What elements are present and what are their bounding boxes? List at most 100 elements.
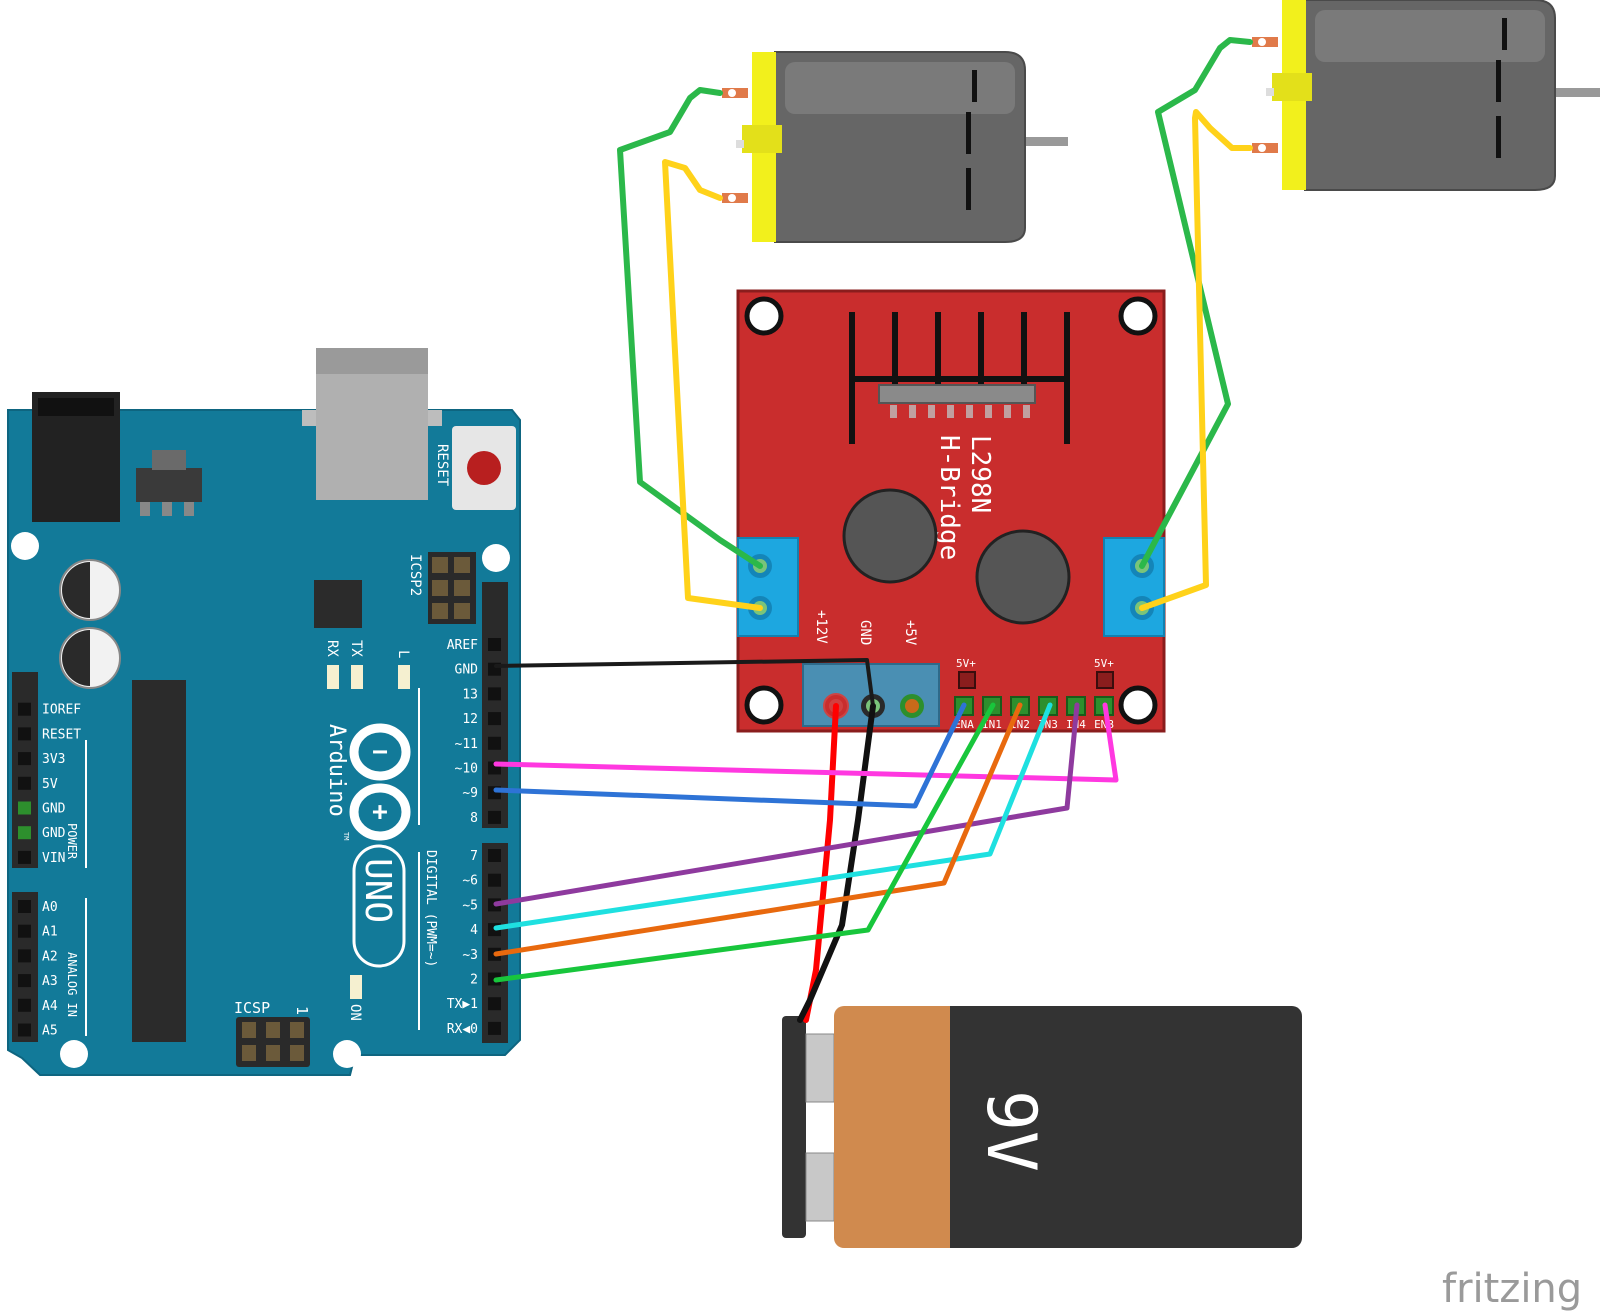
- analog-pin: [18, 974, 31, 988]
- power-pin-label: 5V: [42, 777, 58, 792]
- mount-hole: [744, 685, 784, 725]
- wire-battery-black: [797, 703, 876, 1023]
- analog-pin: [18, 924, 31, 938]
- analog-pin-label: A0: [42, 900, 58, 915]
- l298n-hbridge-board: L298N H-Bridge +12V GND +5V 5: [736, 289, 1166, 733]
- jumper-a: [958, 671, 976, 689]
- capacitor: [59, 627, 121, 689]
- logo-plus: +: [372, 797, 388, 827]
- l-label: L: [395, 650, 411, 658]
- wire-pin2-green: [493, 702, 996, 983]
- analog-pin-label: A2: [42, 949, 58, 964]
- wire-motor-a-green: [617, 87, 763, 569]
- digital-pin-label: 13: [462, 687, 478, 702]
- reset-label: RESET: [434, 444, 450, 487]
- digital-pin-label: ~9: [462, 786, 478, 801]
- power-pin-label: VIN: [42, 851, 65, 866]
- label-12v: +12V: [813, 610, 829, 644]
- digital-pin: [488, 712, 501, 726]
- power-pin-label: IOREF: [42, 703, 81, 718]
- wire-gnd-black: [494, 658, 875, 708]
- mount-hole: [1118, 296, 1158, 336]
- on-label: ON: [347, 1004, 363, 1021]
- digital-pin-label: 2: [470, 973, 478, 988]
- rx-label: RX: [324, 640, 340, 657]
- battery-label: 9V: [971, 1090, 1050, 1172]
- voltage-regulator: [136, 468, 202, 502]
- digital-pin: [488, 849, 501, 862]
- digital-pin-label: ~10: [455, 762, 478, 777]
- hbridge-capacitor: [842, 488, 938, 584]
- digital-pin-label: GND: [455, 663, 479, 678]
- mount-hole: [1118, 685, 1158, 725]
- digital-pin-label: 8: [470, 811, 478, 826]
- digital-pin-label: ~5: [462, 898, 478, 913]
- power-pin: [18, 752, 31, 766]
- mount-hole: [11, 532, 39, 560]
- led-rx: [327, 665, 339, 689]
- wire-pin4-cyan: [493, 702, 1053, 931]
- arduino-logo: − +: [349, 723, 411, 841]
- hbridge-capacitor: [975, 529, 1071, 625]
- wire-motor-a-yellow: [662, 159, 763, 611]
- digital-pin: [488, 873, 501, 887]
- wire-pin10-magenta: [493, 702, 1119, 783]
- control-pin-label: ENB: [1094, 718, 1114, 731]
- digital-pin-label: TX▶1: [447, 997, 478, 1012]
- power-pin: [18, 826, 31, 840]
- wire-motor-b-green: [1139, 37, 1253, 569]
- digital-pin-label: ~11: [455, 737, 478, 752]
- dc-motor-a: [722, 51, 1068, 243]
- digital-pin-label: RX◀0: [447, 1022, 478, 1037]
- digital-pin-label: 4: [470, 923, 478, 938]
- logo-minus: −: [372, 737, 388, 767]
- dc-motor-b: [1252, 0, 1600, 191]
- capacitor: [59, 559, 121, 621]
- tx-label: TX: [348, 640, 364, 657]
- arduino-brand: Arduino: [324, 724, 349, 817]
- power-pin-label: RESET: [42, 727, 81, 742]
- digital-pin: [488, 1021, 501, 1035]
- mount-hole: [60, 1040, 88, 1068]
- motor-b-terminal: [1103, 537, 1165, 637]
- analog-pin-label: A5: [42, 1024, 58, 1039]
- uno-badge: [352, 844, 406, 968]
- control-pin-label: IN1: [982, 718, 1002, 731]
- wires: [493, 37, 1253, 1023]
- led-tx: [351, 665, 363, 689]
- power-pin-label: GND: [42, 802, 66, 817]
- power-pin: [18, 801, 31, 815]
- analog-label: ANALOG IN: [65, 952, 79, 1017]
- digital-pin-label: 7: [470, 849, 478, 864]
- jumper-label-b: 5V+: [1094, 657, 1114, 670]
- digital-pin-label: ~3: [462, 948, 478, 963]
- digital-pin: [488, 638, 501, 651]
- analog-pin-label: A1: [42, 925, 58, 940]
- digital-pin-label: 12: [462, 712, 478, 727]
- digital-pin-label: ~6: [462, 874, 478, 889]
- digital-pin-label: AREF: [447, 638, 478, 653]
- usb-chip: [314, 580, 362, 628]
- digital-pin: [488, 997, 501, 1011]
- battery-9v: 9V: [782, 1006, 1302, 1248]
- power-pin-label: GND: [42, 826, 66, 841]
- atmega-chip: [132, 680, 186, 1042]
- mount-hole: [482, 544, 510, 572]
- icsp-one-label: 1: [293, 1006, 311, 1015]
- wire-pin5-purple: [493, 702, 1080, 907]
- icsp2-header: [428, 552, 476, 624]
- motor-a-terminal: [737, 537, 799, 637]
- digital-pin: [488, 810, 501, 824]
- arduino-tm: TM: [342, 832, 350, 840]
- power-label: POWER: [65, 823, 79, 860]
- wire-motor-b-yellow: [1139, 109, 1253, 611]
- digital-label: DIGITAL (PWM=~): [423, 850, 438, 967]
- label-5v: +5V: [902, 620, 918, 646]
- power-pin: [18, 727, 31, 741]
- icsp-header: [236, 1017, 310, 1067]
- jumper-label-a: 5V+: [956, 657, 976, 670]
- led-on: [350, 975, 362, 999]
- analog-pin-label: A4: [42, 999, 58, 1014]
